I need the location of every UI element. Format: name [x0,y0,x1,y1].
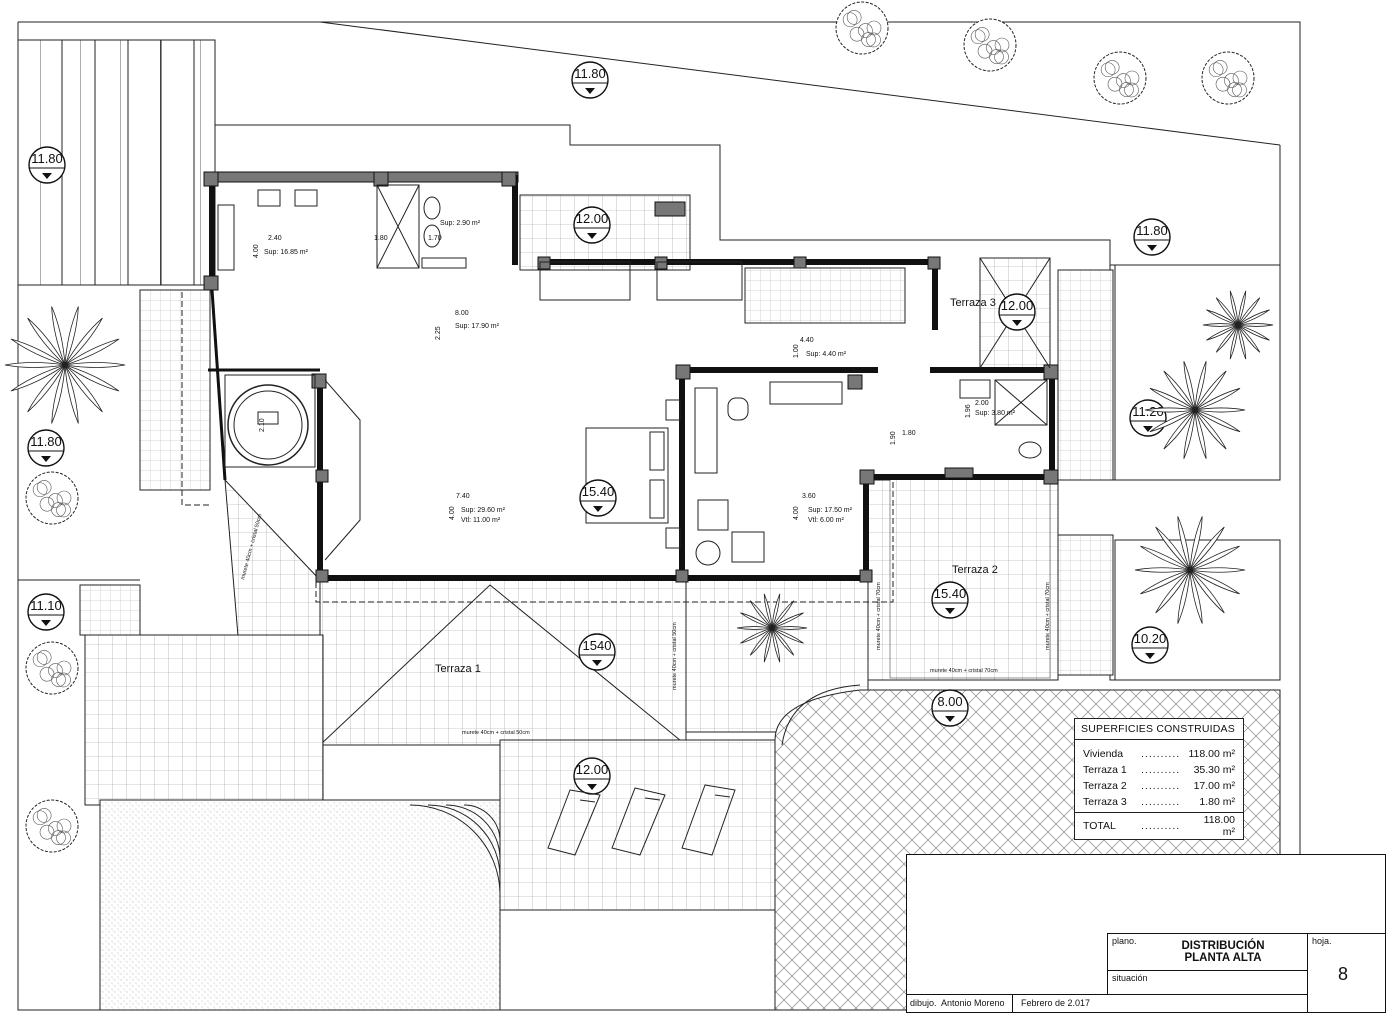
table-row: Terraza 1..........35.30 m² [1083,764,1235,776]
bed2-vtl: Vtl: 6.00 m² [808,517,844,524]
bed1-vtl: Vtl: 11.00 m² [461,517,501,524]
kitchen-sup: Sup: 16.85 m² [264,249,309,256]
bed-icon [585,427,669,524]
dim-bath1-h: 1.70 [428,235,442,242]
dim-bed2-h: 4.00 [793,506,800,520]
level-marker-icon: 15.40 [931,581,969,619]
terraza-1-label: Terraza 1 [435,663,481,675]
tree-icon [1201,51,1255,105]
level-value: 8.00 [937,694,962,709]
tree-icon [1093,51,1147,105]
table-header: SUPERFICIES CONSTRUIDAS [1075,719,1243,740]
table-row: Vivienda..........118.00 m² [1083,748,1235,760]
shower-icon [376,184,420,269]
level-value: 15.40 [582,484,615,499]
situacion-cell: situación [1107,970,1308,995]
level-marker-icon: 11.80 [571,61,609,99]
toilet-icon [423,196,441,220]
bath1-sup: Sup: 2.90 m² [440,220,481,227]
level-marker-icon: 8.00 [931,689,969,727]
bath2-sup: Sup: 3.80 m² [975,410,1016,417]
palm-tree-icon [1144,361,1246,459]
note-murete-1: murete 40cm + cristal 50cm [462,730,530,736]
plan-title: DISTRIBUCIÓN PLANTA ALTA [1181,940,1265,964]
level-marker-icon: 10.20 [1131,626,1169,664]
tree-icon [25,799,79,853]
level-marker-icon: 11.80 [1133,218,1171,256]
title-block: plano. DISTRIBUCIÓN PLANTA ALTA situació… [906,854,1386,1013]
level-marker-icon: 12.00 [573,206,611,244]
table-total-row: TOTAL .......... 118.00 m² [1075,812,1243,839]
note-murete-4: murete 40cm + cristal 70cm [876,582,882,650]
dim-hall-h: 1.00 [793,344,800,358]
level-value: 12.00 [1001,298,1034,313]
bed1-sup: Sup: 29.60 m² [461,507,506,514]
tree-icon [25,641,79,695]
table-row: Terraza 2..........17.00 m² [1083,780,1235,792]
tree-icon [835,1,889,55]
level-value: 1540 [583,638,612,653]
level-marker-icon: 1540 [578,633,616,671]
level-value: 10.20 [1134,631,1167,646]
palm-tree-icon [1202,290,1274,360]
level-marker-icon: 15.40 [579,479,617,517]
bed2-sup: Sup: 17.50 m² [808,507,853,514]
level-marker-icon: 12.00 [998,293,1036,331]
level-marker-icon: 11.80 [27,429,65,467]
dim-kitchen-h: 4.00 [253,244,260,258]
palm-tree-icon [736,593,808,663]
table-row: Terraza 3..........1.80 m² [1083,796,1235,808]
note-murete-5: murete 40cm + cristal 70cm [1045,582,1051,650]
dim-living-w: 8.00 [455,310,469,317]
dim-hall-w: 4.40 [800,337,814,344]
level-value: 15.40 [934,586,967,601]
tree-icon [963,18,1017,72]
tree-icon [25,471,79,525]
note-murete-3: murete 40cm + cristal 50cm [672,622,678,690]
level-marker-icon: 11.80 [28,146,66,184]
dim-hall2-h: 1.90 [890,431,897,445]
hoja-cell: hoja. 8 [1307,933,1386,1013]
palm-tree-icon [4,306,126,424]
superficies-table: SUPERFICIES CONSTRUIDAS Vivienda........… [1074,718,1244,840]
level-value: 11.80 [574,66,606,81]
sheet-number: 8 [1338,964,1349,984]
dim-kitchen-w: 2.40 [268,235,282,242]
level-value: 12.00 [576,762,609,777]
dim-bed1-h: 4.00 [449,506,456,520]
sun-lounger-icon [547,784,736,856]
terraza-2-label: Terraza 2 [952,564,998,576]
level-value: 11.80 [31,151,63,166]
dim-jacuzzi: 2.10 [259,418,266,432]
terraza-3-label: Terraza 3 [950,297,996,309]
jacuzzi-icon [224,374,316,468]
level-value: 11.20 [1132,404,1164,419]
plano-cell: plano. DISTRIBUCIÓN PLANTA ALTA [1107,933,1308,971]
palm-tree-icon [1134,516,1246,624]
dim-bath2-h: 1.96 [965,404,972,418]
level-marker-icon: 11.20 [1129,399,1167,437]
level-value: 11.80 [1136,223,1168,238]
dibujo-cell: dibujo. Antonio Moreno Febrero de 2.017 [907,994,1307,1013]
dim-hall2-w: 1.80 [902,430,916,437]
level-marker-icon: 11.10 [27,593,65,631]
hall-sup: Sup: 4.40 m² [806,351,847,358]
living-sup: Sup: 17.90 m² [455,323,500,330]
dim-bath1-w: 1.80 [374,235,388,242]
dim-bath2-w: 2.00 [975,400,989,407]
note-murete-2: murete 40cm + cristal 70cm [930,668,998,674]
dim-bed1-w: 7.40 [456,493,470,500]
level-value: 11.10 [30,598,62,613]
dim-living-h: 2.25 [435,326,442,340]
level-value: 12.00 [576,211,609,226]
level-value: 11.80 [30,434,62,449]
level-marker-icon: 12.00 [573,757,611,795]
dim-bed2-w: 3.60 [802,493,816,500]
